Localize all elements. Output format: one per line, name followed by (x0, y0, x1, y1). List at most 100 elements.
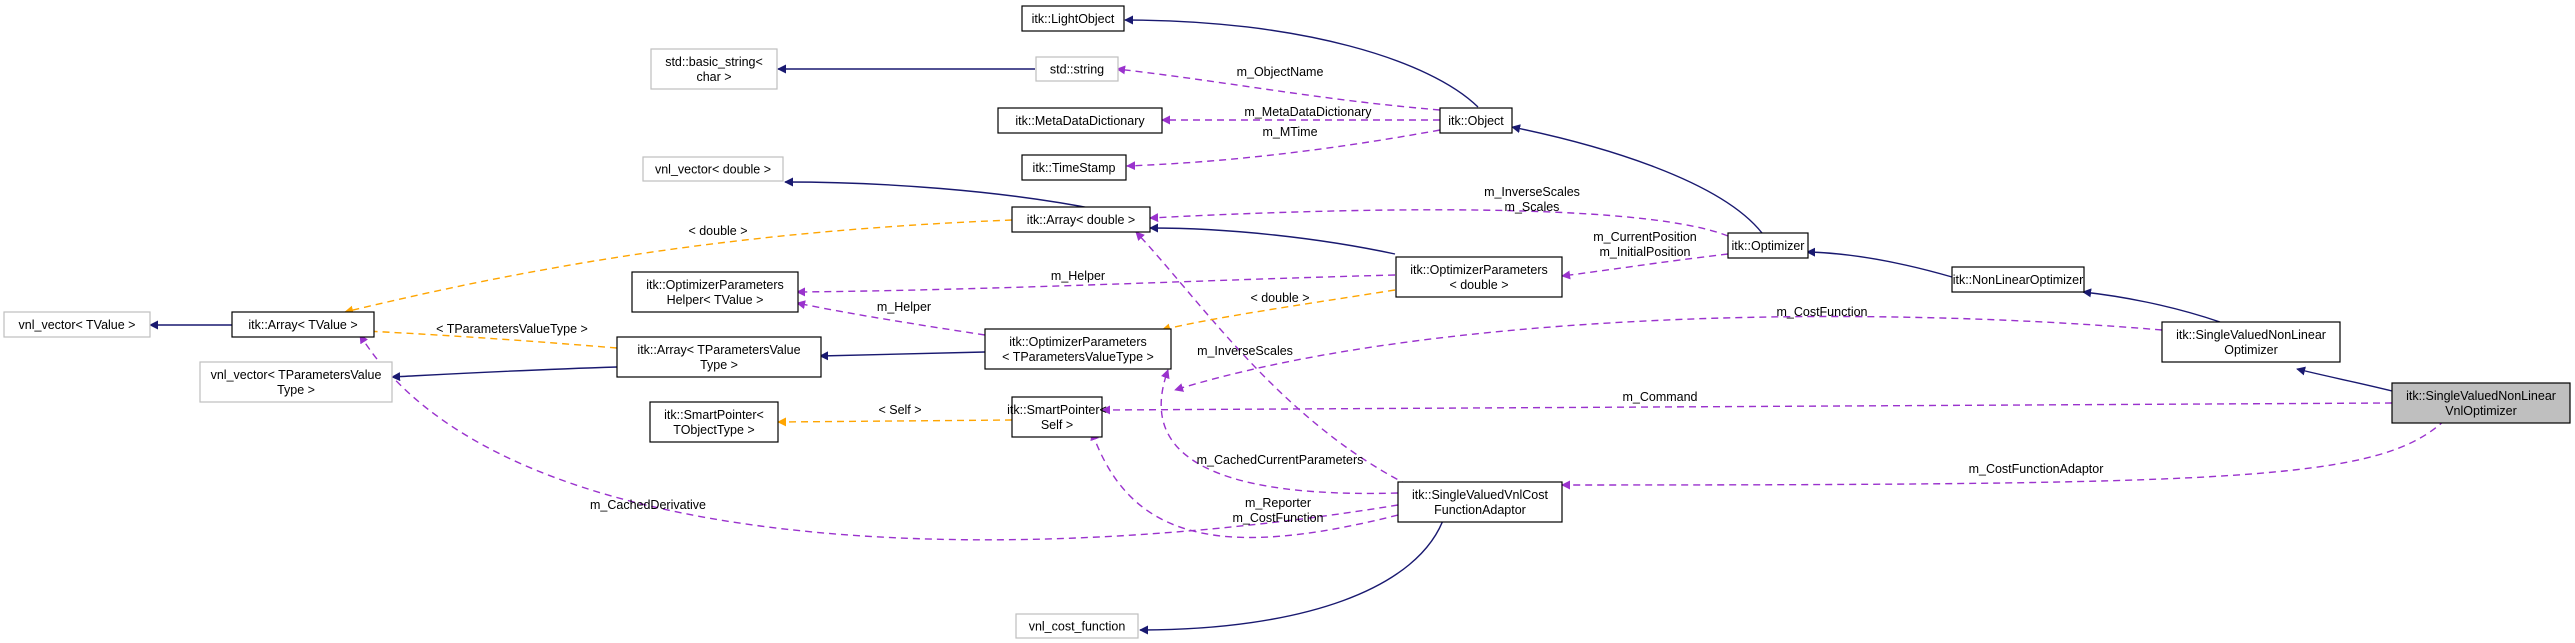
label-m-helper-top: m_Helper (1051, 269, 1105, 283)
node-label: itk::SmartPointer< (1007, 403, 1107, 417)
label-double-template-2: < double > (1250, 291, 1309, 305)
edge-costadaptor-to-smartpointerself-usage (1090, 431, 1399, 539)
node-optimizer[interactable]: itk::Optimizer (1727, 232, 1809, 259)
node-label: Optimizer (2224, 343, 2277, 357)
node-box (1021, 154, 1127, 181)
edge-svnlvnl-to-svnl (2296, 366, 2393, 392)
node-vnl-vector-tparametersvaluetype[interactable]: vnl_vector< TParametersValueType > (199, 361, 393, 403)
edge-smartpointerself-to-smartpointert-template (777, 417, 1013, 427)
node-box (1727, 232, 1809, 259)
node-box (1015, 613, 1139, 639)
edge-svnlvnl-to-costadaptor-usage (1561, 419, 2446, 490)
node-box (1951, 266, 2085, 293)
node-label: itk::TimeStamp (1033, 161, 1116, 175)
node-label: VnlOptimizer (2445, 404, 2517, 418)
node-array-double[interactable]: itk::Array< double > (1011, 206, 1151, 233)
node-timestamp[interactable]: itk::TimeStamp (1021, 154, 1127, 181)
node-box (1035, 56, 1119, 82)
edge-optparamst-to-helper-usage (796, 300, 986, 336)
node-label: FunctionAdaptor (1434, 503, 1526, 517)
label-line: m_InitialPosition (1599, 245, 1690, 259)
edge-object-to-timestamp-usage (1126, 129, 1441, 171)
label-m-mtime: m_MTime (1262, 125, 1317, 139)
node-label: TObjectType > (673, 423, 754, 437)
label-line: m_InverseScales (1484, 185, 1580, 199)
node-optimizer-parameters-tparametersvaluetype[interactable]: itk::OptimizerParameters< TParametersVal… (984, 328, 1172, 370)
node-label: itk::SingleValuedNonLinear (2406, 389, 2556, 403)
node-vnl-cost-function[interactable]: vnl_cost_function (1015, 613, 1139, 639)
edge-labels: m_ObjectName m_MetaDataDictionary m_MTim… (436, 65, 2103, 525)
node-box (2161, 321, 2341, 363)
node-lightobject[interactable]: itk::LightObject (1021, 5, 1125, 32)
edge-costadaptor-to-arraydouble-usage (1135, 231, 1409, 486)
node-array-tvalue[interactable]: itk::Array< TValue > (231, 311, 375, 338)
node-optimizer-parameters-double[interactable]: itk::OptimizerParameters< double > (1395, 256, 1563, 298)
edge-optimizer-to-optparamsdouble-usage (1561, 253, 1729, 280)
node-box (1011, 396, 1103, 438)
node-label: itk::MetaDataDictionary (1015, 114, 1145, 128)
label-m-metadatadictionary: m_MetaDataDictionary (1244, 105, 1372, 119)
node-label: char > (696, 70, 731, 84)
node-label: Type > (277, 383, 315, 397)
node-label: Helper< TValue > (667, 293, 764, 307)
node-label: vnl_vector< double > (655, 163, 771, 177)
edge-arraytparams-to-arraytvalue-template (344, 325, 618, 349)
node-vnl-vector-tvalue[interactable]: vnl_vector< TValue > (3, 311, 151, 338)
diagram-edges (149, 15, 2446, 635)
node-label: itk::OptimizerParameters (1410, 263, 1548, 277)
node-vnl-vector-double[interactable]: vnl_vector< double > (642, 156, 784, 182)
label-line: m_CostFunction (1232, 511, 1323, 525)
node-label: Self > (1041, 418, 1073, 432)
node-label: Type > (700, 358, 738, 372)
node-label: itk::SmartPointer< (664, 408, 764, 422)
node-label: < double > (1449, 278, 1508, 292)
node-smartpointer-tobjecttype[interactable]: itk::SmartPointer<TObjectType > (649, 401, 779, 443)
node-label: itk::SingleValuedVnlCost (1412, 488, 1548, 502)
node-box (199, 361, 393, 403)
node-basic-string[interactable]: std::basic_string<char > (650, 48, 778, 90)
label-m-costfunction: m_CostFunction (1776, 305, 1867, 319)
node-box (997, 107, 1163, 134)
label-line: m_CurrentPosition (1593, 230, 1697, 244)
node-label: itk::Array< double > (1027, 213, 1135, 227)
node-smartpointer-self[interactable]: itk::SmartPointer<Self > (1007, 396, 1107, 438)
node-label: itk::Optimizer (1732, 239, 1805, 253)
node-metadatadictionary[interactable]: itk::MetaDataDictionary (997, 107, 1163, 134)
node-box (231, 311, 375, 338)
edge-svnl-to-nonlinear (2082, 288, 2221, 323)
node-label: < TParametersValueType > (1002, 350, 1154, 364)
node-box (1021, 5, 1125, 32)
node-box (642, 156, 784, 182)
label-line: m_Reporter (1245, 496, 1311, 510)
node-label: itk::SingleValuedNonLinear (2176, 328, 2326, 342)
node-nonlinearoptimizer[interactable]: itk::NonLinearOptimizer (1951, 266, 2085, 293)
node-box (1011, 206, 1151, 233)
node-label: itk::Array< TValue > (248, 318, 357, 332)
node-array-tparametersvaluetype[interactable]: itk::Array< TParametersValueType > (616, 336, 822, 378)
node-label: itk::Array< TParametersValue (637, 343, 800, 357)
node-label: std::basic_string< (665, 55, 763, 69)
label-m-cachedcurrentparameters: m_CachedCurrentParameters (1197, 453, 1364, 467)
label-m-helper-mid: m_Helper (877, 300, 931, 314)
diagram-nodes: itk::LightObject itk::Object std::basic_… (3, 5, 2571, 639)
node-object[interactable]: itk::Object (1439, 107, 1513, 134)
edge-costadaptor-to-arraytvalue-usage (359, 334, 1399, 541)
node-box (616, 336, 822, 378)
node-label: vnl_cost_function (1029, 620, 1126, 634)
edge-svnl-to-optparamst-usage (1174, 315, 2163, 392)
label-m-cachedderivative: m_CachedDerivative (590, 498, 706, 512)
node-box (650, 48, 778, 90)
node-std-string[interactable]: std::string (1035, 56, 1119, 82)
edge-costadaptor-to-optparamst-usage (1160, 369, 1399, 495)
label-double-template: < double > (688, 224, 747, 238)
edge-costadaptor-to-vnlcost (1139, 514, 1446, 635)
edge-optparamsdouble-to-optparamst-template (1161, 289, 1396, 333)
